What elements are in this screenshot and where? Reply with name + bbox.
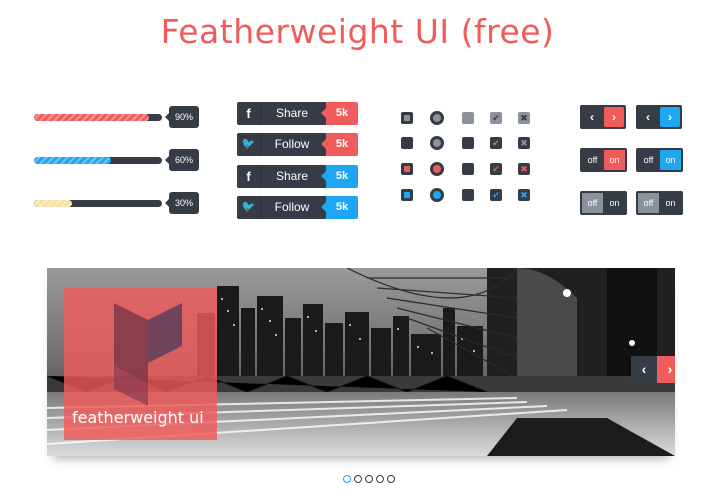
radio-indicator [433, 139, 441, 147]
close-icon[interactable]: ✖ [518, 189, 530, 201]
toggle-off-label: off [638, 193, 659, 213]
pager-red: ‹ › [580, 105, 626, 129]
square-checkbox[interactable] [401, 189, 413, 201]
checkbox-indicator [404, 166, 410, 172]
checkbox-empty[interactable] [462, 112, 474, 124]
follow-label: Follow [261, 196, 323, 219]
twitter-follow-button[interactable]: 🐦 Follow 5k [237, 133, 358, 156]
follow-count: 5k [321, 133, 358, 156]
toggle-off-label: off [587, 155, 598, 165]
checkbox-empty[interactable] [462, 137, 474, 149]
share-count: 5k [321, 102, 358, 125]
progress-bar-yellow: 30% [34, 192, 199, 214]
progress-fill [34, 114, 150, 121]
image-slider: featherweight ui ‹ › [47, 268, 675, 456]
share-label: Share [261, 102, 323, 125]
facebook-icon: f [237, 165, 261, 188]
toggle-switch-off[interactable]: off on [636, 191, 683, 215]
pagination-dot[interactable] [343, 475, 351, 483]
progress-fill [34, 200, 73, 207]
page-title: Featherweight UI (free) [160, 12, 555, 51]
close-icon[interactable]: ✖ [518, 112, 530, 124]
check-icon[interactable]: ✔ [490, 137, 502, 149]
follow-count: 5k [321, 196, 358, 219]
follow-label: Follow [261, 133, 323, 156]
pagination-dot[interactable] [354, 475, 362, 483]
progress-label: 90% [165, 106, 199, 128]
square-checkbox[interactable] [401, 137, 413, 149]
checkbox-indicator [404, 192, 410, 198]
progress-label: 60% [165, 149, 199, 171]
toggle-switch-off[interactable]: off on [580, 191, 627, 215]
radio-button[interactable] [430, 162, 444, 176]
share-count: 5k [321, 165, 358, 188]
toggle-off-label: off [643, 155, 654, 165]
chevron-left-icon[interactable]: ‹ [631, 356, 657, 383]
close-icon[interactable]: ✖ [518, 137, 530, 149]
radio-indicator [433, 165, 441, 173]
chevron-left-icon[interactable]: ‹ [646, 110, 650, 124]
brand-name: featherweight ui [72, 408, 204, 427]
toggle-on-label: on [609, 198, 620, 208]
chevron-left-icon[interactable]: ‹ [590, 110, 594, 124]
facebook-share-button[interactable]: f Share 5k [237, 102, 358, 125]
check-icon[interactable]: ✔ [490, 189, 502, 201]
facebook-icon: f [237, 102, 261, 125]
square-checkbox[interactable] [401, 163, 413, 175]
twitter-follow-button[interactable]: 🐦 Follow 5k [237, 196, 358, 219]
pager-blue: ‹ › [636, 105, 682, 129]
chevron-right-icon[interactable]: › [660, 107, 680, 127]
progress-bar-red: 90% [34, 106, 199, 128]
twitter-icon: 🐦 [237, 196, 261, 219]
toggle-off-label: off [582, 193, 603, 213]
toggle-on-label: on [660, 150, 681, 170]
toggle-on-label: on [665, 198, 676, 208]
chevron-right-icon[interactable]: › [604, 107, 624, 127]
facebook-share-button[interactable]: f Share 5k [237, 165, 358, 188]
pagination-dot[interactable] [376, 475, 384, 483]
close-icon[interactable]: ✖ [518, 163, 530, 175]
pagination-dot[interactable] [387, 475, 395, 483]
radio-indicator [433, 191, 441, 199]
checkbox-empty[interactable] [462, 189, 474, 201]
twitter-icon: 🐦 [237, 133, 261, 156]
radio-button[interactable] [430, 136, 444, 150]
progress-label: 30% [165, 192, 199, 214]
slider-nav: ‹ › [631, 356, 675, 383]
radio-button[interactable] [430, 188, 444, 202]
checkbox-indicator [404, 140, 410, 146]
toggle-switch-red[interactable]: off on [580, 148, 627, 172]
radio-button[interactable] [430, 111, 444, 125]
checkbox-empty[interactable] [462, 163, 474, 175]
featherweight-logo-icon [114, 303, 182, 406]
progress-track [34, 157, 162, 164]
check-icon[interactable]: ✔ [490, 163, 502, 175]
progress-bar-blue: 60% [34, 149, 199, 171]
radio-indicator [433, 114, 441, 122]
toggle-switch-blue[interactable]: off on [636, 148, 683, 172]
chevron-right-icon[interactable]: › [657, 356, 675, 383]
progress-fill [34, 157, 111, 164]
pagination-dot[interactable] [365, 475, 373, 483]
checkbox-indicator [404, 115, 410, 121]
progress-track [34, 200, 162, 207]
toggle-on-label: on [604, 150, 625, 170]
share-label: Share [261, 165, 323, 188]
progress-track [34, 114, 162, 121]
square-checkbox[interactable] [401, 112, 413, 124]
check-icon[interactable]: ✔ [490, 112, 502, 124]
brand-overlay: featherweight ui [64, 288, 217, 440]
